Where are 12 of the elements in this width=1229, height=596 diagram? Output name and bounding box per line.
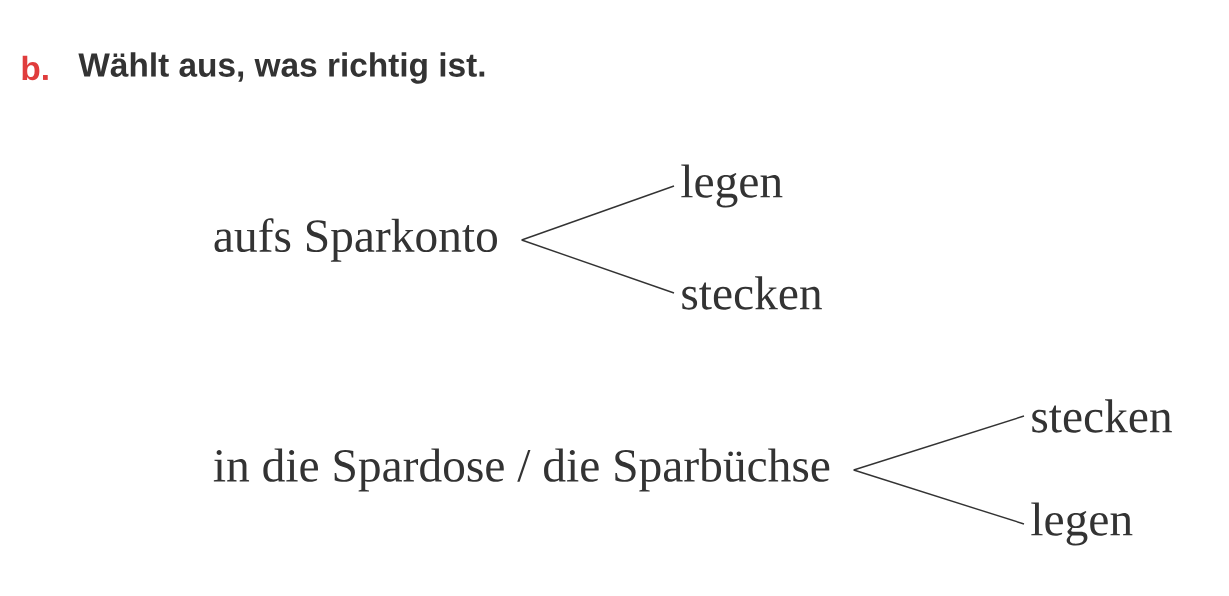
exercise-letter: b.: [22, 55, 48, 81]
word: legen: [681, 164, 783, 208]
word: in die Spardose / die Sparbüchse: [213, 448, 830, 492]
connector-line: [520, 185, 675, 241]
word: stecken: [1032, 399, 1172, 433]
word: stecken: [682, 276, 822, 310]
word: legen: [1031, 502, 1133, 546]
connector-line: [853, 469, 1025, 525]
connector-line: [853, 415, 1025, 471]
title: Wählt aus, was richtig ist.: [78, 52, 485, 84]
connector-line: [520, 239, 675, 294]
word: aufs Sparkonto: [214, 218, 497, 262]
